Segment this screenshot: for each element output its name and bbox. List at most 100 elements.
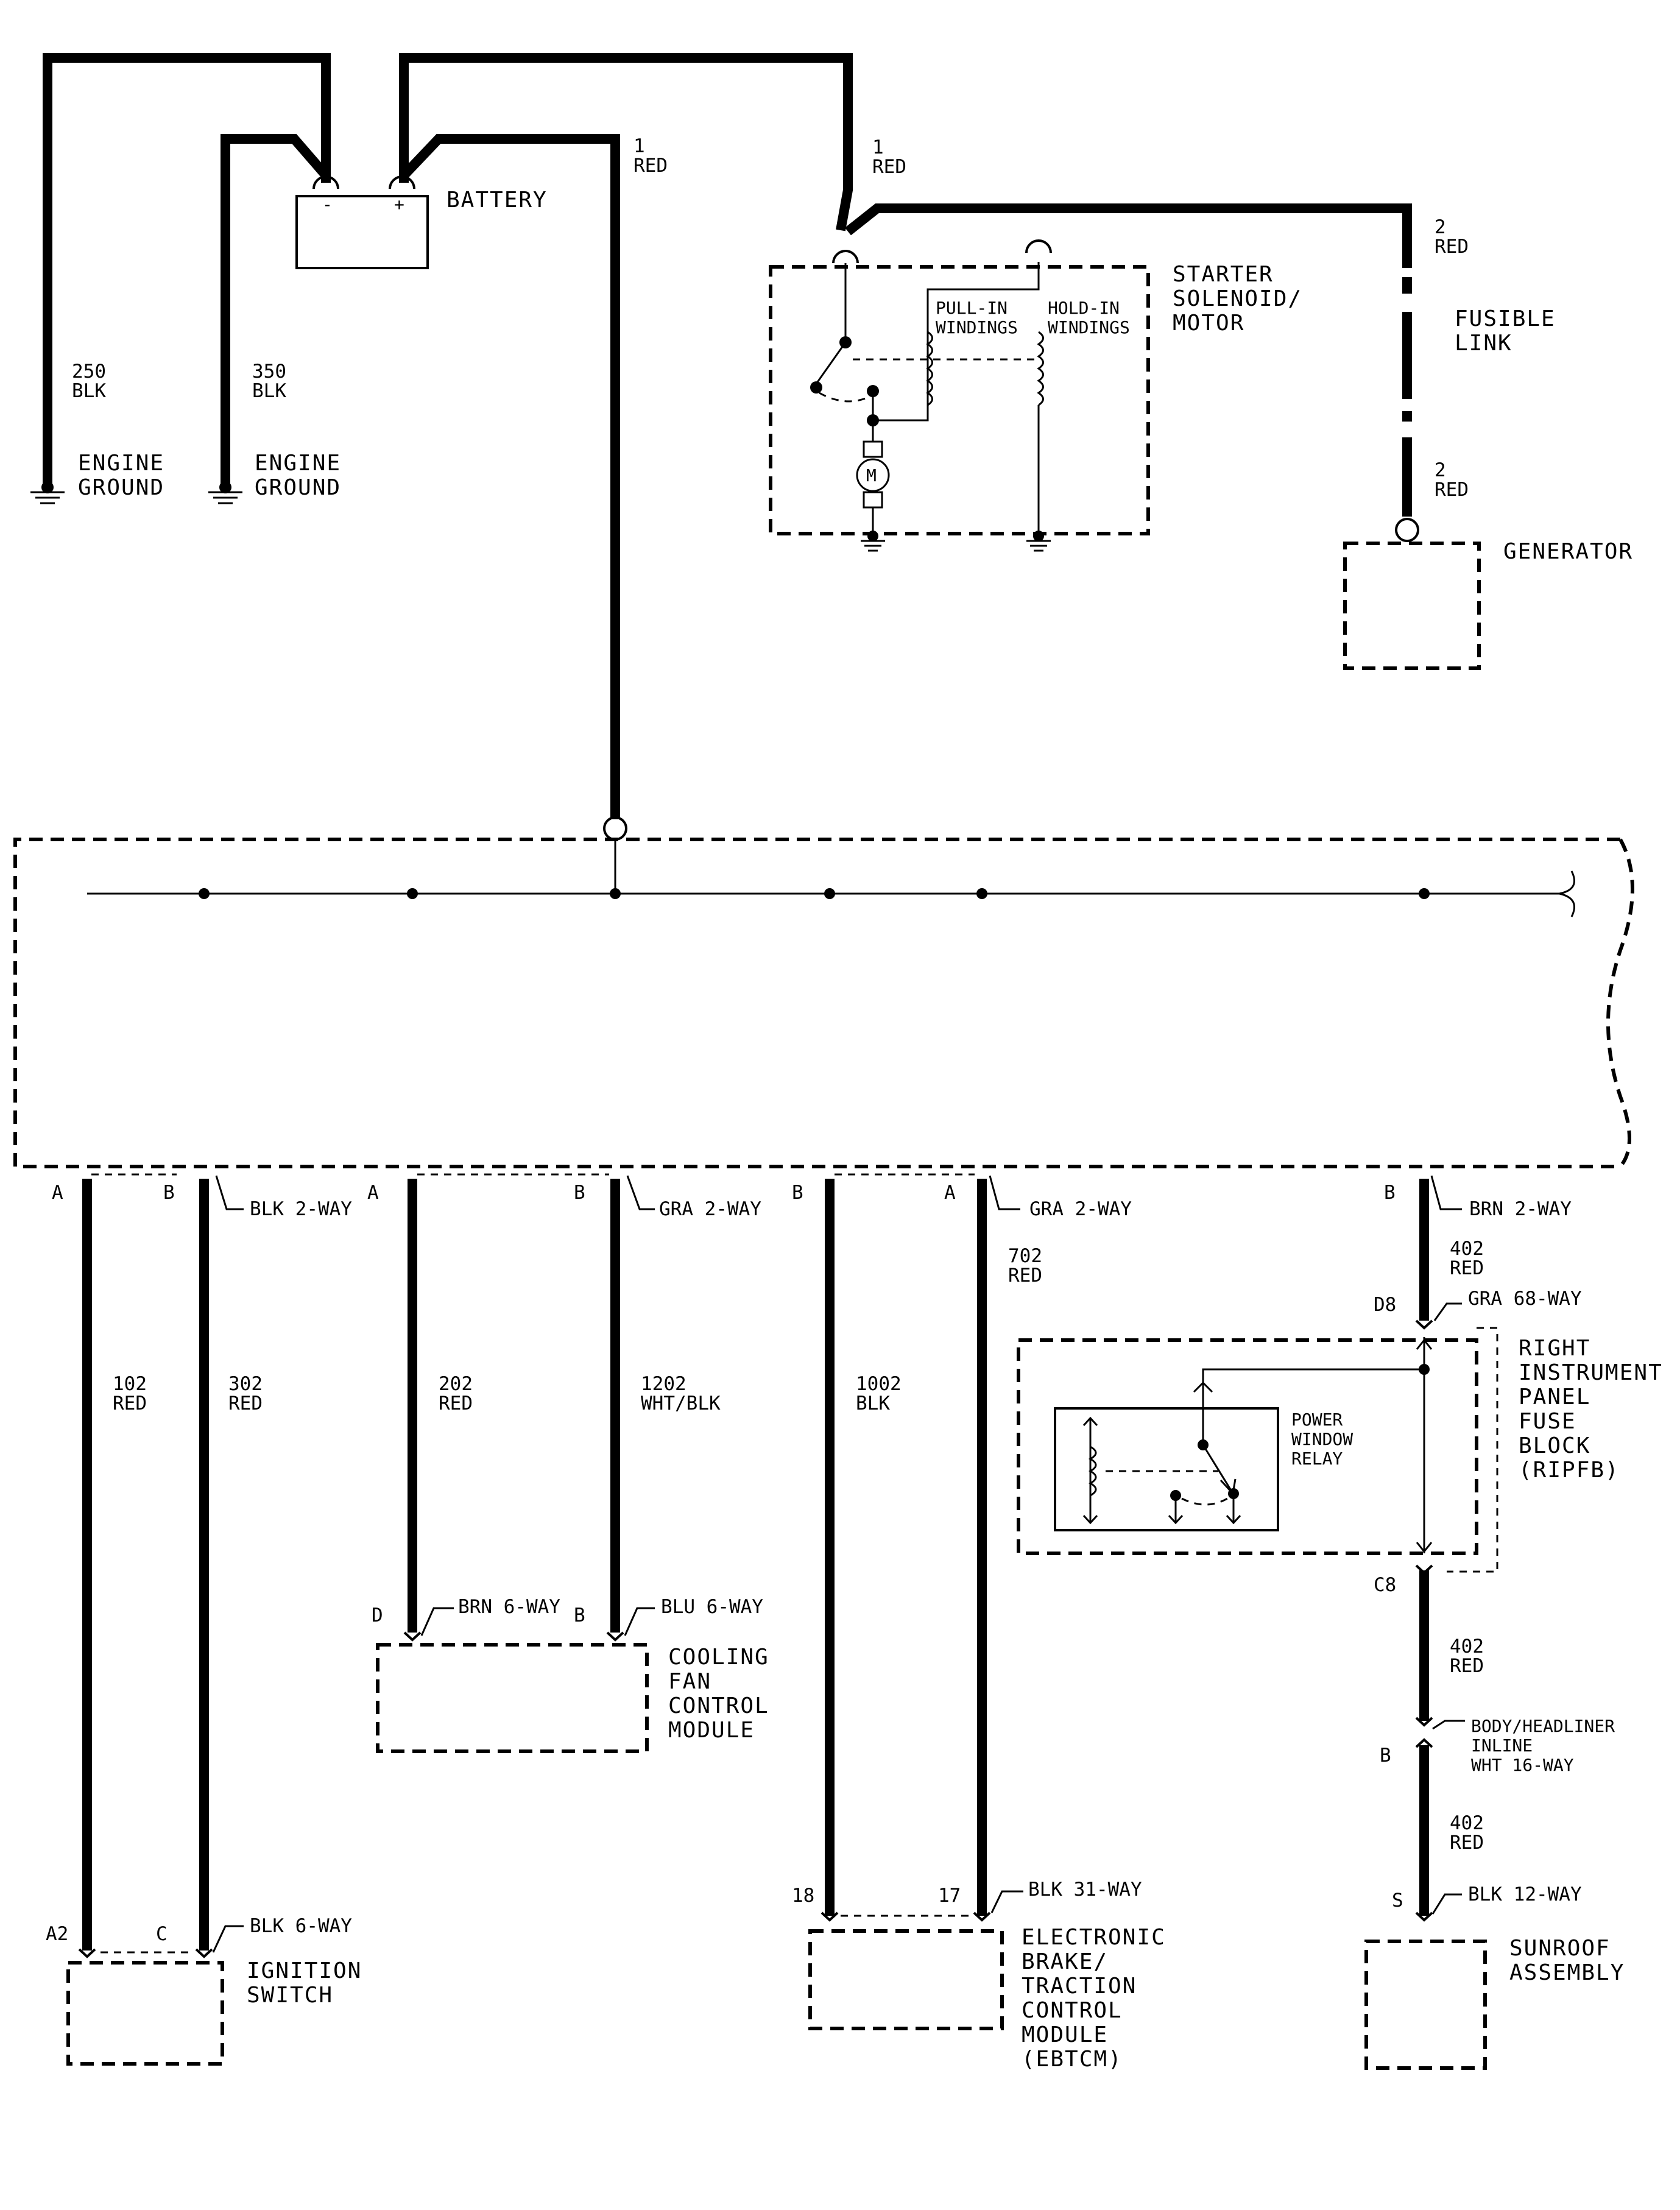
bus-junction-dot xyxy=(199,888,210,899)
ebtcm-label-5: MODULE xyxy=(1022,2022,1108,2047)
main-power-cable xyxy=(399,53,853,231)
ripfb-label-5: BLOCK xyxy=(1519,1433,1590,1458)
ground2-color: BLK xyxy=(252,380,286,402)
cfm-pin-d: D xyxy=(372,1605,383,1626)
fusible-label-2: LINK xyxy=(1455,331,1512,356)
cfm-label-1: COOLING xyxy=(668,1645,769,1670)
conn-gra-2way-1: GRA 2-WAY xyxy=(659,1198,761,1220)
ground1-label-1: ENGINE xyxy=(78,451,164,476)
w402a-circuit: 402 xyxy=(1450,1238,1484,1260)
w1202-color: WHT/BLK xyxy=(641,1393,721,1414)
ign-pin-c: C xyxy=(156,1923,168,1945)
w402c-circuit: 402 xyxy=(1450,1812,1484,1834)
battery: - + BATTERY xyxy=(295,175,548,269)
starter-solenoid-motor: M PULL-IN WINDINGS HOLD-IN WINDINGS STAR… xyxy=(769,203,1412,552)
ebtcm-label-1: ELECTRONIC xyxy=(1022,1925,1166,1950)
sunroof-label-2: ASSEMBLY xyxy=(1509,1960,1625,1985)
fusible-link: 2 RED FUSIBLE LINK 2 RED xyxy=(1402,216,1555,517)
main-wire-circuit: 1 xyxy=(634,135,645,157)
fusible-top-circuit: 2 xyxy=(1435,216,1446,238)
ign-label-1: IGNITION xyxy=(247,1958,362,1983)
battery-pos-label: + xyxy=(394,194,404,214)
generator-label: GENERATOR xyxy=(1503,539,1633,564)
ground1-label-2: GROUND xyxy=(78,475,164,500)
w302-color: RED xyxy=(228,1393,263,1414)
ripfb-label-6: (RIPFB) xyxy=(1519,1458,1620,1483)
ign-conn: BLK 6-WAY xyxy=(250,1915,352,1937)
fusible-bot-color: RED xyxy=(1435,479,1469,501)
bus-junction-dot xyxy=(824,888,835,899)
ripfb-label-3: PANEL xyxy=(1519,1385,1590,1410)
motor-symbol-label: M xyxy=(866,465,877,485)
w202-circuit: 202 xyxy=(439,1373,473,1395)
ripfb-pin-d8: D8 xyxy=(1374,1294,1396,1316)
ripfb-conn: GRA 68-WAY xyxy=(1468,1288,1582,1310)
w102-circuit: 102 xyxy=(113,1373,147,1395)
w1002-circuit: 1002 xyxy=(856,1373,902,1395)
relay-label-3: RELAY xyxy=(1291,1449,1343,1469)
conn-blk-2way: BLK 2-WAY xyxy=(250,1198,352,1220)
output-wires xyxy=(82,1179,1429,1951)
relay-label-2: WINDOW xyxy=(1291,1429,1353,1449)
starter-label-3: MOTOR xyxy=(1173,311,1244,336)
starter-wire-circuit: 1 xyxy=(872,136,884,158)
starter-wire-color: RED xyxy=(872,156,906,178)
ign-label-2: SWITCH xyxy=(247,1983,333,2008)
w402c-color: RED xyxy=(1450,1832,1484,1854)
ebtcm-label-4: CONTROL xyxy=(1022,1998,1123,2023)
inline-label-2: INLINE xyxy=(1471,1735,1533,1756)
w402b-color: RED xyxy=(1450,1655,1484,1677)
pin-a-ign12: A xyxy=(52,1182,63,1204)
relay-label-1: POWER xyxy=(1291,1410,1343,1430)
cfm-conn-b: BLU 6-WAY xyxy=(661,1596,763,1618)
engine-ground-2: 350 BLK ENGINE GROUND xyxy=(208,361,341,504)
ebtcm-conn: BLK 31-WAY xyxy=(1028,1879,1142,1901)
w102-color: RED xyxy=(113,1393,147,1414)
sunroof-label-1: SUNROOF xyxy=(1509,1936,1611,1961)
sunroof-assembly: S BLK 12-WAY SUNROOF ASSEMBLY xyxy=(1364,1883,1625,2070)
w402a-color: RED xyxy=(1450,1257,1484,1279)
starter-label-2: SOLENOID/ xyxy=(1173,286,1302,311)
ground-cable-250 xyxy=(43,53,331,487)
sunroof-pin-s: S xyxy=(1392,1890,1403,1912)
pin-a-abs2: A xyxy=(944,1182,956,1204)
conn-brn-2way: BRN 2-WAY xyxy=(1469,1198,1572,1220)
cfm-label-3: CONTROL xyxy=(668,1693,769,1718)
conn-gra-2way-2: GRA 2-WAY xyxy=(1029,1198,1132,1220)
w1202-circuit: 1202 xyxy=(641,1373,686,1395)
fuse-block xyxy=(13,816,1634,1168)
w702-circuit: 702 xyxy=(1008,1245,1042,1267)
ripfb-label-1: RIGHT xyxy=(1519,1336,1590,1361)
cooling-fan-control-module: D BRN 6-WAY B BLU 6-WAY COOLING FAN CONT… xyxy=(372,1596,769,1753)
inline-label-1: BODY/HEADLINER xyxy=(1471,1716,1615,1736)
inline-label-3: WHT 16-WAY xyxy=(1471,1755,1574,1775)
ripfb-pin-c8: C8 xyxy=(1374,1574,1396,1596)
ground1-color: BLK xyxy=(72,380,106,402)
w1002-color: BLK xyxy=(856,1393,890,1414)
w302-circuit: 302 xyxy=(228,1373,263,1395)
cfm-label-2: FAN xyxy=(668,1669,711,1694)
pull-in-label-2: WINDINGS xyxy=(936,317,1018,337)
bus-junction-dot xyxy=(610,888,621,899)
ignition-switch: A2 C BLK 6-WAY IGNITION SWITCH xyxy=(46,1915,362,2066)
hold-in-label-1: HOLD-IN xyxy=(1048,298,1120,318)
fusible-top-color: RED xyxy=(1435,236,1469,258)
w202-color: RED xyxy=(439,1393,473,1414)
ground2-circuit: 350 xyxy=(252,361,286,383)
ground2-label-1: ENGINE xyxy=(255,451,341,476)
w702-color: RED xyxy=(1008,1265,1042,1287)
pin-b-window: B xyxy=(1384,1182,1396,1204)
cfm-pin-b: B xyxy=(574,1605,585,1626)
fusible-bot-circuit: 2 xyxy=(1435,459,1446,481)
ebtcm-label-6: (EBTCM) xyxy=(1022,2047,1123,2072)
battery-label: BATTERY xyxy=(446,188,548,213)
fuse-bus-junctions xyxy=(199,888,1430,899)
wire-labels: 102 RED 302 RED 202 RED 1202 WHT/BLK 100… xyxy=(113,1238,1484,1854)
ebtcm-pin-18: 18 xyxy=(792,1885,814,1907)
ground1-circuit: 250 xyxy=(72,361,106,383)
bus-junction-dot xyxy=(1419,888,1430,899)
ebtcm: 18 17 BLK 31-WAY ELECTRONIC BRAKE/ TRACT… xyxy=(792,1879,1166,2072)
bus-junction-dot xyxy=(976,888,987,899)
pin-b-abs1: B xyxy=(792,1182,803,1204)
